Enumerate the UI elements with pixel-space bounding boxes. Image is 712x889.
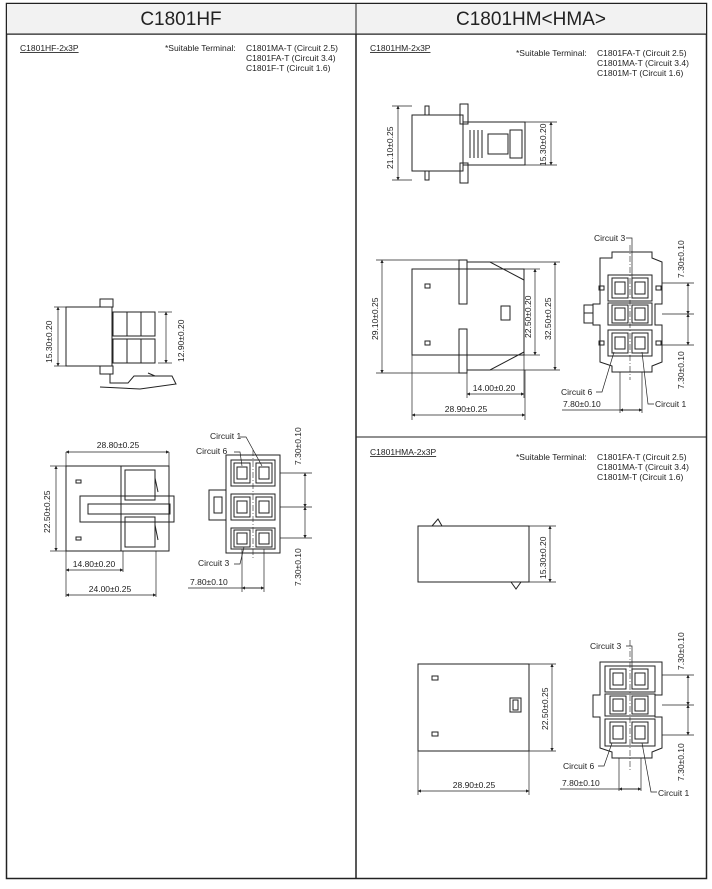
hf-terminal-title: *Suitable Terminal: xyxy=(165,43,236,53)
hma-circuit-3-label: Circuit 3 xyxy=(590,641,621,651)
hm-mating-face xyxy=(583,245,663,380)
hm-front-view xyxy=(411,259,525,374)
hma-terminal-3: C1801M-T (Circuit 1.6) xyxy=(597,472,683,482)
hm-pitch-width-dim: 7.80±0.10 xyxy=(563,399,601,409)
hf-mating-face xyxy=(208,450,281,560)
hma-front-view xyxy=(417,663,530,752)
hf-top-width-dim: 28.80±0.25 xyxy=(97,440,140,450)
hm-bottom-width-dim: 28.90±0.25 xyxy=(445,404,488,414)
hm-top-height2-dim: 15.30±0.20 xyxy=(538,123,548,166)
hma-bottom-width-dim: 28.90±0.25 xyxy=(453,780,496,790)
hm-mid-width-dim: 14.00±0.20 xyxy=(473,383,516,393)
hm-mating-dims xyxy=(562,237,694,413)
hf-side-height-dim: 15.30±0.20 xyxy=(44,320,54,363)
right-header-title: C1801HM<HMA> xyxy=(456,9,606,30)
hma-front-height-dim: 22.50±0.25 xyxy=(540,687,550,730)
hm-front-height3-dim: 32.50±0.25 xyxy=(543,297,553,340)
hm-pitch-top-dim: 7.30±0.10 xyxy=(676,240,686,278)
hm-pitch-bottom-dim: 7.30±0.10 xyxy=(676,351,686,389)
hma-front-dims xyxy=(417,663,556,795)
hma-pitch-top-dim: 7.30±0.10 xyxy=(676,632,686,670)
hf-circuit-3-label: Circuit 3 xyxy=(198,558,229,568)
sheet-frame xyxy=(5,2,708,880)
hma-top-dims xyxy=(529,525,556,583)
hf-front-height-dim: 22.50±0.25 xyxy=(42,490,52,533)
hf-circuit-6-label: Circuit 6 xyxy=(196,446,227,456)
hm-terminal-title: *Suitable Terminal: xyxy=(516,48,587,58)
hf-terminal-1: C1801MA-T (Circuit 2.5) xyxy=(246,43,338,53)
hf-section: C1801HF-2x3P *Suitable Terminal: C1801MA… xyxy=(20,43,338,597)
hm-terminal-1: C1801FA-T (Circuit 2.5) xyxy=(597,48,687,58)
hma-part-number: C1801HMA-2x3P xyxy=(370,447,436,457)
hf-circuit-1-label: Circuit 1 xyxy=(210,431,241,441)
hf-top-dims xyxy=(50,450,170,597)
hm-section: C1801HM-2x3P *Suitable Terminal: C1801FA… xyxy=(370,43,694,420)
hma-pitch-width-dim: 7.80±0.10 xyxy=(562,778,600,788)
hf-pitch-top-dim: 7.30±0.10 xyxy=(293,427,303,465)
hf-pitch-bottom-dim: 7.30±0.10 xyxy=(293,548,303,586)
hf-side-height2-dim: 12.90±0.20 xyxy=(176,319,186,362)
hm-front-dims xyxy=(376,259,560,420)
hf-pitch-width-dim: 7.80±0.10 xyxy=(190,577,228,587)
hm-top-height-dim: 21.10±0.25 xyxy=(385,126,395,169)
hf-mid-width-dim: 14.80±0.20 xyxy=(73,559,116,569)
hma-top-view xyxy=(417,518,530,590)
hma-mating-dims xyxy=(560,645,694,793)
hma-top-height-dim: 15.30±0.20 xyxy=(538,536,548,579)
hma-mating-face xyxy=(592,640,663,770)
hma-circuit-1-label: Circuit 1 xyxy=(658,788,689,798)
hm-circuit-6-label: Circuit 6 xyxy=(561,387,592,397)
right-header-bg xyxy=(356,4,706,34)
hf-top-view xyxy=(65,465,175,552)
hm-top-dims xyxy=(392,105,557,181)
hf-terminal-3: C1801F-T (Circuit 1.6) xyxy=(246,63,331,73)
hma-terminal-1: C1801FA-T (Circuit 2.5) xyxy=(597,452,687,462)
hma-terminal-2: C1801MA-T (Circuit 3.4) xyxy=(597,462,689,472)
hma-pitch-bottom-dim: 7.30±0.10 xyxy=(676,743,686,781)
hf-side-view xyxy=(65,298,177,390)
left-header-bg xyxy=(7,4,356,34)
hm-circuit-3-label: Circuit 3 xyxy=(594,233,625,243)
hm-terminal-2: C1801MA-T (Circuit 3.4) xyxy=(597,58,689,68)
hma-section: C1801HMA-2x3P *Suitable Terminal: C1801F… xyxy=(370,447,694,798)
hf-side-dims xyxy=(54,306,172,367)
hma-circuit-6-label: Circuit 6 xyxy=(563,761,594,771)
left-header-title: C1801HF xyxy=(140,9,221,30)
hm-terminal-3: C1801M-T (Circuit 1.6) xyxy=(597,68,683,78)
hf-bottom-width-dim: 24.00±0.25 xyxy=(89,584,132,594)
hf-terminal-2: C1801FA-T (Circuit 3.4) xyxy=(246,53,336,63)
hf-part-number: C1801HF-2x3P xyxy=(20,43,79,53)
hma-terminal-title: *Suitable Terminal: xyxy=(516,452,587,462)
hf-mating-dims xyxy=(188,436,312,592)
hm-part-number: C1801HM-2x3P xyxy=(370,43,431,53)
hm-front-height-dim: 29.10±0.25 xyxy=(370,297,380,340)
hm-front-height2-dim: 22.50±0.20 xyxy=(523,295,533,338)
hm-top-view xyxy=(411,103,526,184)
hm-circuit-1-label: Circuit 1 xyxy=(655,399,686,409)
